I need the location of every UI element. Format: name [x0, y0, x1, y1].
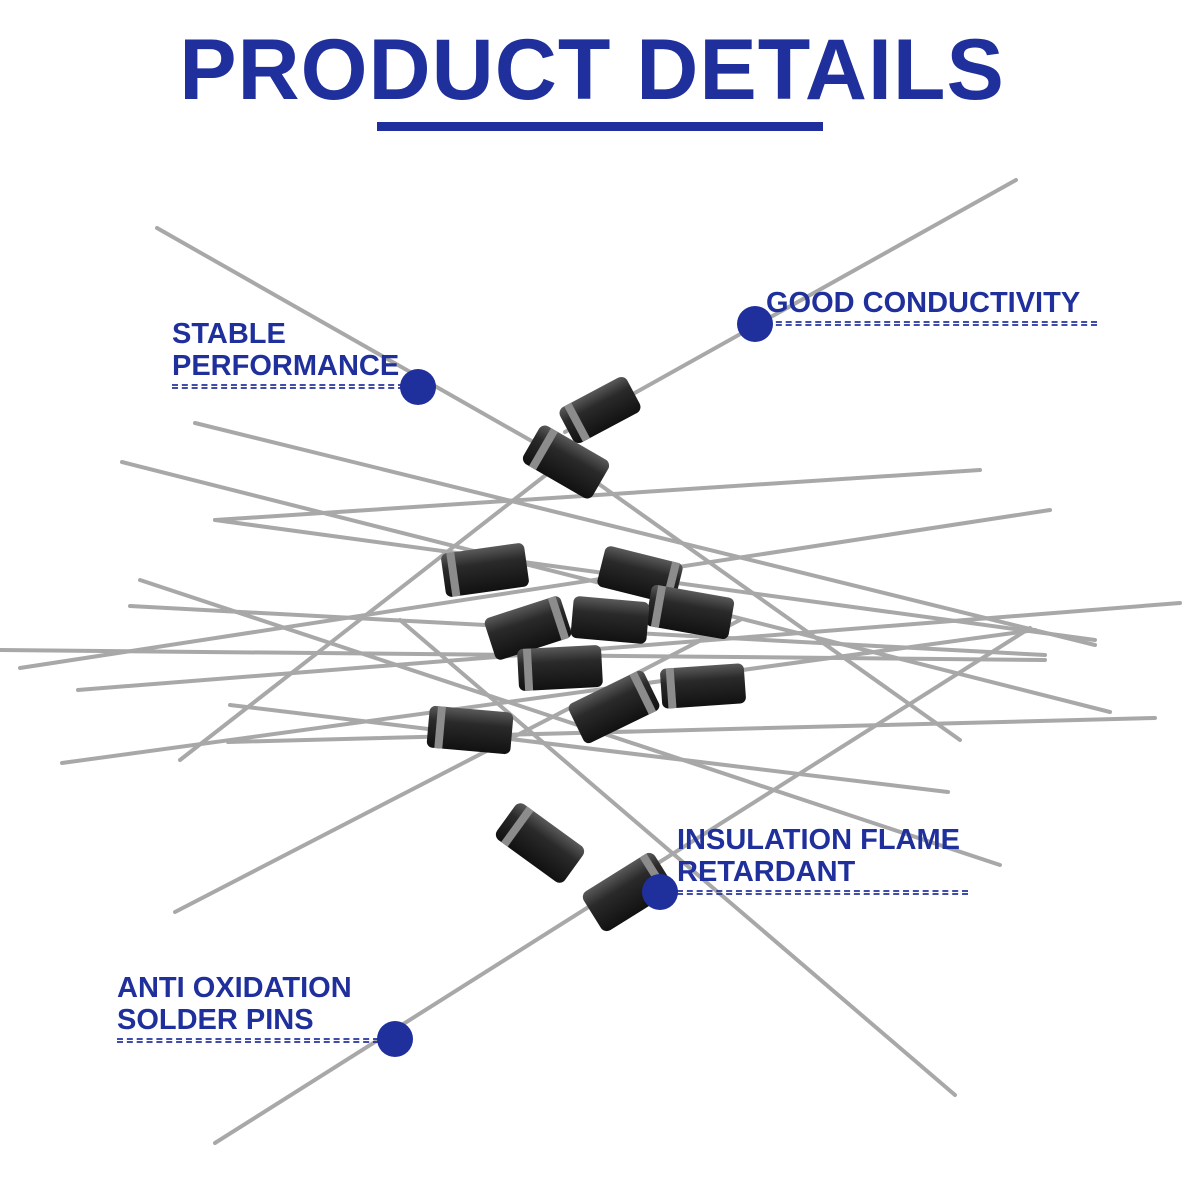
callout-line: PERFORMANCE — [172, 350, 400, 382]
callout-dot — [737, 306, 773, 342]
callout-dot — [642, 874, 678, 910]
title-underline — [377, 122, 823, 131]
callout-insulation-flame-retardant: INSULATION FLAME RETARDANT — [677, 824, 968, 895]
callout-anti-oxidation-solder-pins: ANTI OXIDATION SOLDER PINS — [117, 972, 379, 1043]
callout-good-conductivity: GOOD CONDUCTIVITY — [766, 287, 1097, 326]
callout-line: ANTI OXIDATION — [117, 972, 352, 1004]
callout-line: GOOD CONDUCTIVITY — [766, 287, 1081, 319]
callout-dot — [400, 369, 436, 405]
page-title: PRODUCT DETAILS — [179, 22, 1005, 118]
dashed-rule — [766, 321, 1097, 326]
callout-dot — [377, 1021, 413, 1057]
callout-line: RETARDANT — [677, 856, 856, 888]
callout-line: SOLDER PINS — [117, 1004, 314, 1036]
callout-stable-performance: STABLE PERFORMANCE — [172, 318, 404, 389]
callout-line: STABLE — [172, 318, 286, 350]
dashed-rule — [677, 890, 968, 895]
dashed-rule — [172, 384, 404, 389]
callout-line: INSULATION FLAME — [677, 824, 960, 856]
dashed-rule — [117, 1038, 379, 1043]
